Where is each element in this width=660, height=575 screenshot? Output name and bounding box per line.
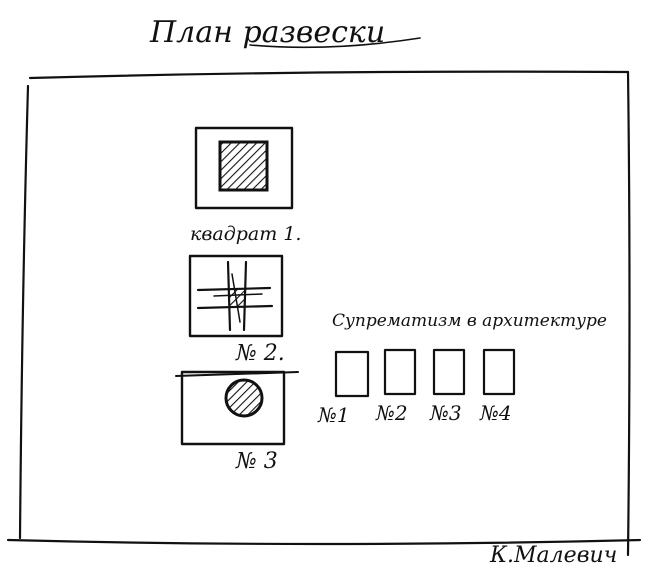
- label-architecture-4: №4: [479, 401, 512, 425]
- architecture-frame-3: [434, 350, 464, 394]
- architecture-frame-1: [336, 352, 368, 396]
- label-circle-3: № 3: [235, 449, 278, 474]
- label-cross-2: № 2.: [235, 341, 285, 366]
- painting-square-1: [196, 128, 292, 208]
- label-square-1: квадрат 1.: [190, 223, 301, 245]
- painting-circle-3: [176, 372, 298, 444]
- architecture-frame-2: [385, 350, 415, 394]
- label-architecture-3: №3: [429, 401, 462, 425]
- painting-cross-2: [190, 256, 282, 336]
- label-architecture-2: №2: [375, 401, 408, 425]
- architecture-frames: [336, 350, 514, 396]
- label-architecture-1: №1: [317, 403, 350, 427]
- architecture-frame-4: [484, 350, 514, 394]
- architecture-heading: Супрематизм в архитектуре: [332, 311, 607, 331]
- signature: К.Малевич: [489, 543, 617, 568]
- plan-title: План развески: [149, 15, 385, 50]
